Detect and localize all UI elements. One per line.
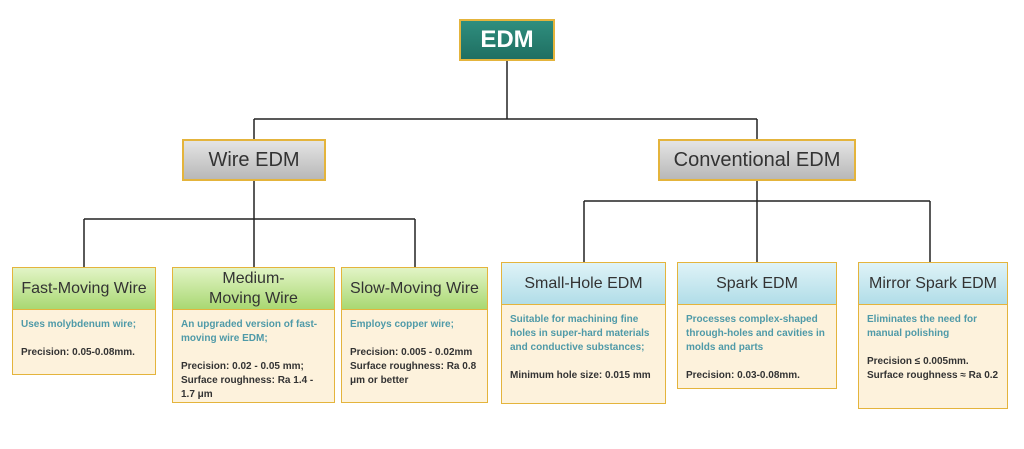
root-label: EDM [480,26,534,53]
card-spec: Minimum hole size: 0.015 mm [510,370,651,381]
card-medium-moving-wire: Medium-Moving Wire An upgraded version o… [172,267,335,403]
card-title: Mirror Spark EDM [859,263,1007,305]
card-title: Small-Hole EDM [502,263,665,305]
category-wire-edm: Wire EDM [182,139,326,181]
card-description: Processes complex-shaped through-holes a… [686,314,825,353]
card-description: Employs copper wire; [350,319,454,330]
card-title: Medium-Moving Wire [173,268,334,310]
card-spark-edm: Spark EDM Processes complex-shaped throu… [677,262,837,389]
card-spec: Precision: 0.03-0.08mm. [686,370,800,381]
card-spec: Precision ≤ 0.005mm. Surface roughness ≈… [867,356,999,381]
root-node-edm: EDM [459,19,555,61]
card-spec: Precision: 0.02 - 0.05 mm; Surface rough… [181,361,314,400]
card-spec: Precision: 0.005 - 0.02mm Surface roughn… [350,347,477,386]
card-title: Spark EDM [678,263,836,305]
card-small-hole-edm: Small-Hole EDM Suitable for machining fi… [501,262,666,404]
card-description: Eliminates the need for manual polishing [867,314,978,339]
category-label: Conventional EDM [673,148,841,171]
card-description: Suitable for machining fine holes in sup… [510,314,650,353]
card-spec: Precision: 0.05-0.08mm. [21,347,135,358]
card-description: An upgraded version of fast-moving wire … [181,319,318,344]
card-mirror-spark-edm: Mirror Spark EDM Eliminates the need for… [858,262,1008,409]
category-conventional-edm: Conventional EDM [658,139,856,181]
card-title: Slow-Moving Wire [342,268,487,310]
card-title: Fast-Moving Wire [13,268,155,310]
category-label: Wire EDM [208,148,300,171]
card-description: Uses molybdenum wire; [21,319,137,330]
card-fast-moving-wire: Fast-Moving Wire Uses molybdenum wire; P… [12,267,156,375]
card-slow-moving-wire: Slow-Moving Wire Employs copper wire; Pr… [341,267,488,403]
